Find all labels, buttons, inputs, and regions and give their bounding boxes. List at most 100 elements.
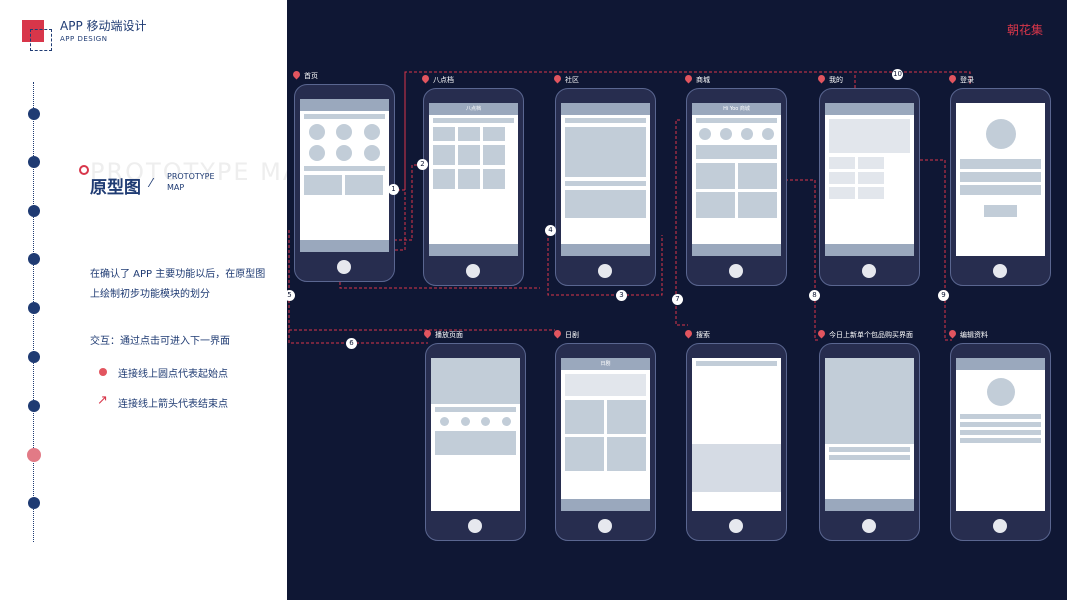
product-price: [829, 455, 910, 460]
profile-row: [960, 422, 1041, 427]
start-point-icon: [99, 368, 107, 376]
screen-label: 我的: [829, 76, 843, 84]
screen-label: 登录: [960, 76, 974, 84]
thumb-grid: [433, 169, 514, 189]
section-en-line1: PROTOTYPE: [167, 172, 215, 181]
input-password: [960, 172, 1041, 182]
product-grid: [696, 163, 777, 218]
screen: [825, 103, 914, 256]
screen-header: [825, 103, 914, 115]
step-marker: 3: [616, 290, 627, 301]
tab-bar: [300, 240, 389, 252]
avatar-row: [303, 124, 386, 140]
screen-header: Hi Yoo 商城: [692, 103, 781, 115]
screen-label: 首页: [304, 72, 318, 80]
timeline-dot[interactable]: [28, 156, 40, 168]
screen-header: [300, 99, 389, 111]
post-actions: [565, 181, 646, 186]
timeline-dot[interactable]: [28, 205, 40, 217]
phone-login[interactable]: [950, 88, 1051, 286]
post-image: [565, 127, 646, 177]
phone-player[interactable]: [425, 343, 526, 541]
step-marker: 8: [809, 290, 820, 301]
home-button[interactable]: [598, 264, 612, 278]
app-title: APP 移动端设计: [60, 19, 147, 33]
home-button[interactable]: [466, 264, 480, 278]
screen-label: 编辑资料: [960, 331, 988, 339]
home-button[interactable]: [729, 519, 743, 533]
screen: Hi Yoo 商城: [692, 103, 781, 256]
episode-list: [435, 431, 516, 455]
watermark: PROTOTYPE MAP: [90, 158, 318, 186]
tab-bar: [825, 499, 914, 511]
interaction-note: 交互：通过点击可进入下一界面: [90, 336, 230, 347]
legend-start: 连接线上圆点代表起始点: [118, 369, 228, 380]
tab-bar: [429, 244, 518, 256]
phone-home[interactable]: [294, 84, 395, 282]
home-button[interactable]: [993, 264, 1007, 278]
drama-intro: [565, 374, 646, 396]
post-image: [565, 190, 646, 218]
phone-edit-profile[interactable]: [950, 343, 1051, 541]
keyboard: [692, 444, 781, 492]
thumb-grid: [433, 127, 514, 141]
profile-row: [960, 438, 1041, 443]
phone-product[interactable]: [819, 343, 920, 541]
phone-mall[interactable]: Hi Yoo 商城: [686, 88, 787, 286]
home-button[interactable]: [862, 519, 876, 533]
search-bar: [696, 361, 777, 366]
home-button[interactable]: [862, 264, 876, 278]
screen: [825, 358, 914, 511]
timeline-dot[interactable]: [28, 253, 40, 265]
logo-outline-icon: [30, 29, 52, 51]
input-code: [960, 185, 1041, 195]
screen: [561, 103, 650, 256]
logo-square-icon: [22, 20, 44, 42]
timeline-dot-active[interactable]: [27, 448, 41, 462]
step-marker: 5: [284, 290, 295, 301]
home-button[interactable]: [468, 519, 482, 533]
phone-search[interactable]: [686, 343, 787, 541]
phone-community[interactable]: [555, 88, 656, 286]
home-button[interactable]: [729, 264, 743, 278]
login-button: [984, 205, 1017, 217]
phone-mine[interactable]: [819, 88, 920, 286]
section-ring-icon: [79, 165, 89, 175]
action-row: [434, 417, 517, 426]
step-marker: 4: [545, 225, 556, 236]
product-image: [825, 358, 914, 444]
phone-drama[interactable]: 日剧: [555, 343, 656, 541]
screen: 日剧: [561, 358, 650, 511]
timeline-dot[interactable]: [28, 497, 40, 509]
search-bar: [565, 118, 646, 123]
timeline-dot[interactable]: [28, 108, 40, 120]
timeline-dot[interactable]: [28, 351, 40, 363]
video-meta: [435, 407, 516, 412]
profile-card: [829, 119, 910, 153]
step-marker: 10: [892, 69, 903, 80]
tab-bar: [692, 244, 781, 256]
legend-end: 连接线上箭头代表结束点: [118, 399, 228, 410]
timeline-dot[interactable]: [28, 400, 40, 412]
step-marker: 6: [346, 338, 357, 349]
screen-header: [956, 358, 1045, 370]
video-area: [431, 358, 520, 404]
home-button[interactable]: [598, 519, 612, 533]
section-title: 原型图: [90, 178, 141, 198]
description: 在确认了 APP 主要功能以后，在原型图上绘制初步功能模块的划分: [90, 269, 266, 300]
timeline-dot[interactable]: [28, 302, 40, 314]
home-button[interactable]: [993, 519, 1007, 533]
screen: [431, 358, 520, 511]
step-marker: 1: [388, 184, 399, 195]
screen-header: 八点档: [429, 103, 518, 115]
home-button[interactable]: [337, 260, 351, 274]
avatar: [985, 119, 1016, 149]
arrow-icon: ↗: [97, 393, 108, 408]
screen-label: 商城: [696, 76, 710, 84]
phone-eight[interactable]: 八点档: [423, 88, 524, 286]
search-history: [696, 370, 777, 440]
drama-grid: [565, 400, 646, 471]
tab-bar: [561, 244, 650, 256]
screen: [692, 358, 781, 511]
icon-grid: [829, 157, 910, 199]
